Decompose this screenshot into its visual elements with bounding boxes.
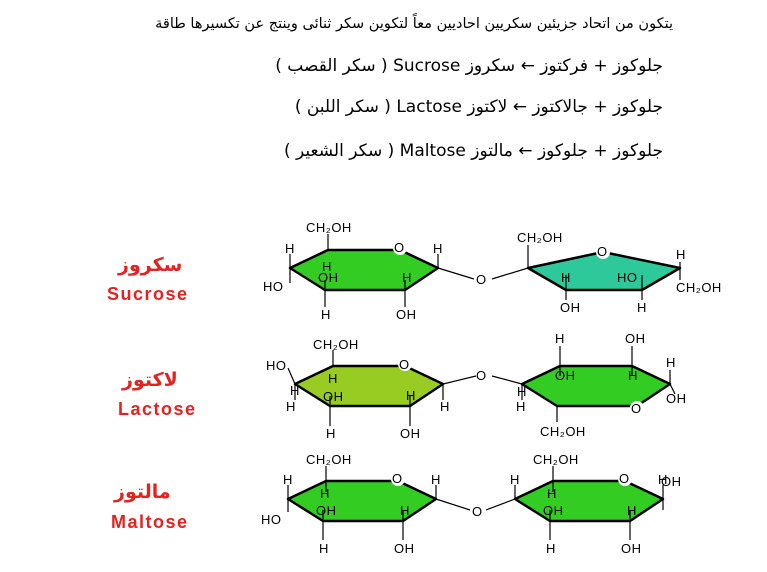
atom-oh: OH [394, 541, 415, 556]
atom-ho: HO [266, 358, 287, 373]
atom-oh: OH [396, 307, 417, 322]
atom-o: O [392, 471, 403, 486]
atom-h: H [322, 259, 332, 274]
equation-common-name: ( سكر الشعير ) [283, 141, 395, 161]
atom-oh: OH [661, 474, 682, 489]
atom-h: H [440, 399, 450, 414]
atom-h: H [431, 472, 441, 487]
equation-reactants: جلوكوز + جلوكوز [537, 141, 663, 161]
atom-oh: OH [543, 503, 564, 518]
sucrose-molecule [288, 234, 682, 307]
atom-o: O [394, 240, 405, 255]
equation-product-en: Lactose [396, 97, 462, 117]
equation-product-ar: مالتوز [471, 141, 513, 161]
atom-oh: OH [666, 391, 687, 406]
atom-oh: OH [323, 389, 344, 404]
atom-h: H [555, 331, 565, 346]
atom-ch2oh: CH₂OH [306, 452, 352, 467]
atom-ho: HO [263, 279, 284, 294]
lactose-glucose-ring [520, 364, 672, 408]
atom-ch2oh: CH₂OH [676, 280, 722, 295]
sucrose-glucose-ring [288, 248, 440, 292]
atom-o: O [472, 504, 483, 519]
atom-h: H [561, 270, 571, 285]
lactose-molecule [287, 346, 676, 426]
atom-h: H [319, 541, 329, 556]
atom-oh: OH [555, 368, 576, 383]
atom-oh: OH [621, 541, 642, 556]
atom-ho: HO [617, 270, 638, 285]
atom-oh: OH [400, 426, 421, 441]
equation-product-en: Maltose [399, 141, 466, 161]
atom-h: H [676, 247, 686, 262]
arrow-icon: ← [520, 56, 535, 76]
atom-h: H [547, 486, 557, 501]
lactose-label-en: Lactose [118, 399, 197, 419]
atom-h: H [326, 426, 336, 441]
atom-h: H [666, 355, 676, 370]
sucrose-label-en: Sucrose [107, 284, 189, 304]
atom-h: H [516, 399, 526, 414]
maltose-label-en: Maltose [111, 512, 189, 532]
atom-o: O [619, 471, 630, 486]
maltose-molecule [286, 466, 665, 540]
atom-h: H [510, 472, 520, 487]
atom-oh: OH [560, 300, 581, 315]
equation-product-ar: لاكتوز [467, 97, 508, 117]
maltose-label-ar: مالتوز [114, 481, 171, 503]
atom-ch2oh: CH₂OH [540, 424, 586, 439]
equation-reactants: جلوكوز + جالاكتوز [532, 97, 663, 117]
atom-h: H [628, 368, 638, 383]
atom-h: H [283, 472, 293, 487]
equation-sucrose: جلوكوز + فركتوز ← سكروز Sucrose ( سكر ال… [275, 56, 663, 76]
maltose-glucose-ring-1 [286, 479, 438, 523]
atom-h: H [328, 371, 338, 386]
atom-h: H [517, 384, 527, 399]
atom-ho: HO [261, 512, 282, 527]
atom-o: O [399, 357, 410, 372]
atom-h: H [406, 388, 416, 403]
equation-product-ar: سكروز [465, 56, 516, 76]
atom-ch2oh: CH₂OH [306, 220, 352, 235]
atom-h: H [320, 486, 330, 501]
atom-o: O [631, 401, 642, 416]
atom-o: O [476, 272, 487, 287]
atom-ch2oh: CH₂OH [517, 230, 563, 245]
equation-common-name: ( سكر القصب ) [275, 56, 388, 76]
atom-h: H [285, 241, 295, 256]
atom-o: O [476, 368, 487, 383]
lactose-label-ar: لاكتوز [122, 369, 178, 391]
atom-h: H [290, 383, 300, 398]
atom-h: H [286, 399, 296, 414]
lactose-galactose-ring [293, 364, 445, 408]
arrow-icon: ← [512, 97, 527, 117]
equation-product-en: Sucrose [393, 56, 461, 76]
atom-h: H [400, 503, 410, 518]
atom-h: H [433, 241, 443, 256]
atom-oh: OH [625, 331, 646, 346]
atom-ch2oh: CH₂OH [313, 337, 359, 352]
atom-h: H [402, 270, 412, 285]
equation-maltose: جلوكوز + جلوكوز ← مالتوز Maltose ( سكر ا… [284, 141, 663, 161]
atom-h: H [321, 307, 331, 322]
sucrose-label-ar: سكروز [118, 254, 183, 276]
atom-h: H [658, 472, 668, 487]
atom-oh: OH [316, 503, 337, 518]
atom-h: H [637, 300, 647, 315]
atom-o: O [597, 244, 608, 259]
equation-common-name: ( سكر اللبن ) [294, 97, 391, 117]
atom-ch2oh: CH₂OH [533, 452, 579, 467]
arrow-icon: ← [518, 141, 533, 161]
equation-lactose: جلوكوز + جالاكتوز ← لاكتوز Lactose ( سكر… [295, 97, 663, 117]
atom-h: H [627, 503, 637, 518]
intro-text: يتكون من اتحاد جزيئين سكريين احاديين معا… [155, 16, 673, 32]
equation-reactants: جلوكوز + فركتوز [540, 56, 663, 76]
maltose-glucose-ring-2 [513, 479, 665, 523]
atom-oh: OH [318, 270, 339, 285]
atom-h: H [546, 541, 556, 556]
